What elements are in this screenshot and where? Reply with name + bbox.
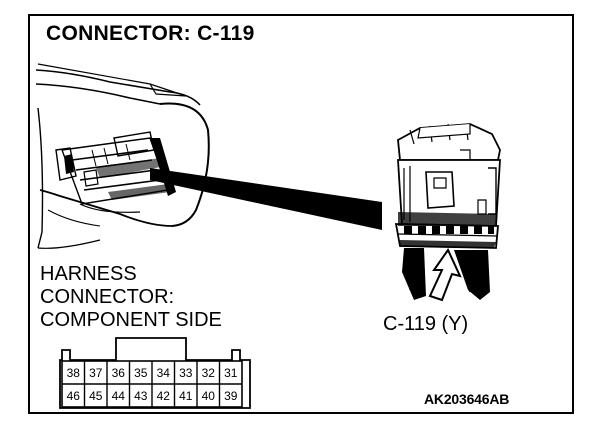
connector-part-label: C-119 (Y) <box>383 313 469 335</box>
diagram-title: CONNECTOR: C-119 <box>46 22 255 45</box>
pin-label: 34 <box>157 366 171 380</box>
pin-label: 33 <box>179 366 193 380</box>
arrow-icon <box>428 248 462 302</box>
figure-code: AK203646AB <box>424 391 510 407</box>
pin-label: 41 <box>179 389 193 403</box>
pin-label: 43 <box>134 389 148 403</box>
harness-connector-label: HARNESS CONNECTOR: COMPONENT SIDE <box>40 263 222 332</box>
dashboard-illustration <box>35 63 210 249</box>
connector-pin-diagram: 38 37 36 35 34 33 32 31 46 45 44 43 42 41 40 39 <box>59 337 251 409</box>
diagram-frame <box>28 14 574 414</box>
harness-label-line2: CONNECTOR: <box>40 286 175 308</box>
pin-label: 31 <box>224 366 238 380</box>
pin-label: 40 <box>202 389 216 403</box>
pin-label: 39 <box>224 389 238 403</box>
wire-harness <box>407 247 487 297</box>
pin-label: 36 <box>112 366 126 380</box>
pin-label: 32 <box>202 366 216 380</box>
pin-label: 42 <box>157 389 171 403</box>
pin-label: 37 <box>89 366 103 380</box>
pin-label: 45 <box>89 389 103 403</box>
harness-label-line1: HARNESS <box>40 263 137 285</box>
pin-label: 38 <box>67 366 81 380</box>
pin-label: 35 <box>134 366 148 380</box>
harness-label-line3: COMPONENT SIDE <box>40 309 222 331</box>
pin-label: 44 <box>112 389 126 403</box>
pin-label: 46 <box>67 389 81 403</box>
zoom-pointer <box>150 168 382 230</box>
